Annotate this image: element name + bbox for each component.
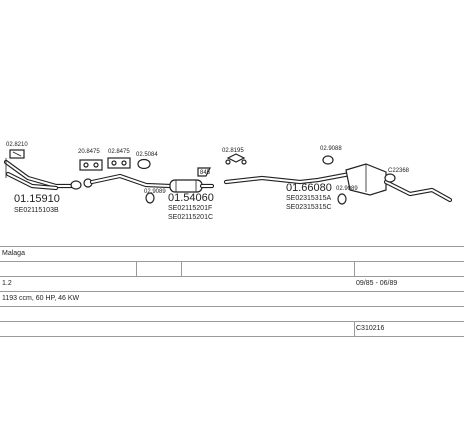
accessory-label-a3: 02.8475: [108, 149, 130, 155]
column-divider: [354, 262, 355, 276]
column-divider: [136, 262, 137, 276]
accessory-label-a1: 02.8210: [6, 142, 28, 148]
column-divider: [354, 322, 355, 336]
rubber-mount-icon[interactable]: [137, 158, 151, 170]
bracket-icon[interactable]: [197, 167, 211, 177]
accessory-label-a2: 20.8475: [78, 149, 100, 155]
front-pipe-part[interactable]: [3, 158, 93, 191]
clamp-icon-2[interactable]: [225, 153, 247, 165]
part-ref-front-pipe: SE02115103B: [14, 207, 59, 214]
gasket-icon-2[interactable]: [107, 157, 131, 169]
production-period: 09/85 - 06/89: [356, 280, 398, 287]
part-ref2-rear-pipe: SE02315315C: [286, 204, 332, 211]
engine-size: 1.2: [2, 280, 12, 287]
empty-row: [0, 306, 464, 321]
catalog-code: C310216: [356, 325, 385, 332]
accessory-label-a7: 02.9088: [320, 146, 342, 152]
part-ref-middle-pipe: SE02115201F: [168, 205, 212, 212]
part-ref2-middle-pipe: SE02115201C: [168, 214, 213, 221]
part-code-middle-pipe: 01.54060: [168, 192, 214, 204]
accessory-label-a5: 02.9089: [144, 189, 166, 195]
model-row: Malaga: [0, 246, 464, 261]
engine-row: [0, 261, 464, 276]
rubber-ring-icon-2[interactable]: [337, 193, 347, 205]
accessory-label-small: 845: [200, 170, 211, 176]
accessory-label-a9: C22368: [388, 168, 410, 174]
rubber-mount-icon-2[interactable]: [322, 155, 334, 165]
catalog-row: C310216: [0, 321, 464, 337]
part-code-front-pipe: 01.15910: [14, 193, 60, 205]
accessory-label-a6: 02.8195: [222, 148, 244, 154]
rubber-ring-icon[interactable]: [145, 192, 155, 204]
rubber-mount-icon-3[interactable]: [384, 173, 396, 183]
exhaust-system-diagram: 02.8210 20.8475 02.8475 02.5084 02.9089 …: [3, 142, 453, 221]
clamp-icon[interactable]: [9, 149, 25, 159]
column-divider: [181, 262, 182, 276]
accessory-label-a8: 02.9089: [336, 186, 358, 192]
middle-pipe-part[interactable]: [89, 173, 215, 193]
gasket-icon[interactable]: [79, 159, 103, 171]
part-code-rear-pipe: 01.66080: [286, 182, 332, 194]
part-ref-rear-pipe: SE02315315A: [286, 195, 331, 202]
engine-production-row: 1.2 09/85 - 06/89: [0, 276, 464, 291]
vehicle-info-table: Malaga 1.2 09/85 - 06/89 1193 ccm, 60 HP…: [0, 246, 464, 337]
accessory-label-a4: 02.5084: [136, 152, 158, 158]
model-name: Malaga: [2, 250, 25, 257]
engine-spec: 1193 ccm, 60 HP, 46 KW: [2, 295, 80, 302]
rear-pipe-part[interactable]: [223, 163, 453, 203]
spec-row: 1193 ccm, 60 HP, 46 KW: [0, 291, 464, 306]
